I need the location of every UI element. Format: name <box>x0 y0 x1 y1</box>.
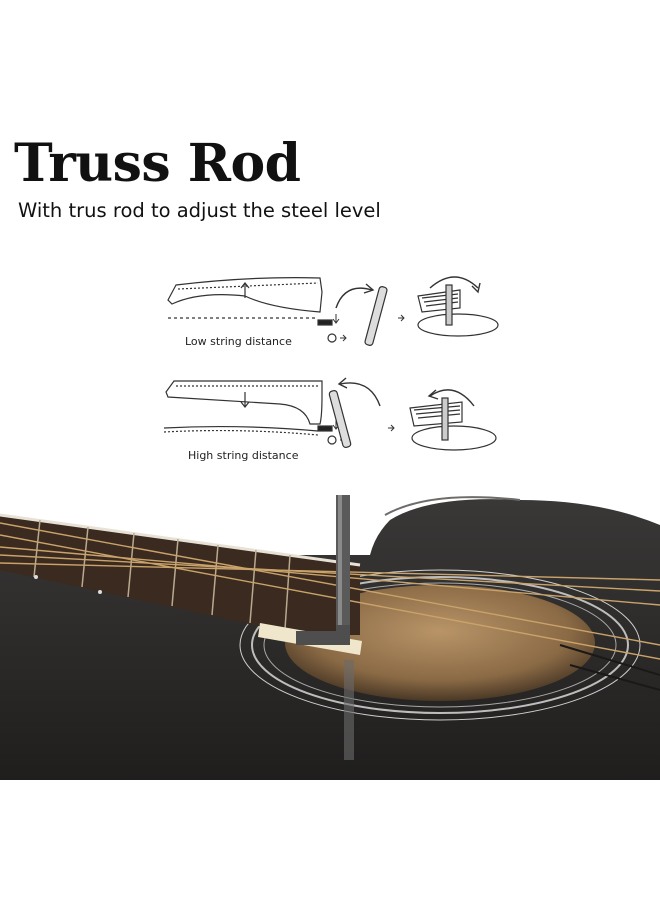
strings <box>0 522 660 660</box>
hex-key-icon <box>296 495 354 760</box>
low-string-caption: Low string distance <box>185 335 292 348</box>
hex-key-icon-low <box>327 283 405 346</box>
adjust-clockwise-diagram <box>417 276 499 337</box>
fret-marker <box>34 575 38 579</box>
high-string-caption: High string distance <box>188 449 299 462</box>
adjust-counterclockwise-diagram <box>409 389 497 451</box>
soundhole <box>239 569 641 721</box>
guitar-photo <box>0 495 660 780</box>
neck-bow-diagram-low <box>167 277 340 326</box>
fret-marker <box>98 590 102 594</box>
frets <box>33 519 291 630</box>
neck-bow-diagram-high <box>163 380 340 436</box>
page-subtitle: With trus rod to adjust the steel level <box>18 199 381 222</box>
truss-rod-diagram <box>163 276 499 451</box>
fingerboard <box>0 515 360 635</box>
hex-key-icon-high <box>327 377 395 448</box>
page-title: Truss Rod <box>14 133 301 194</box>
